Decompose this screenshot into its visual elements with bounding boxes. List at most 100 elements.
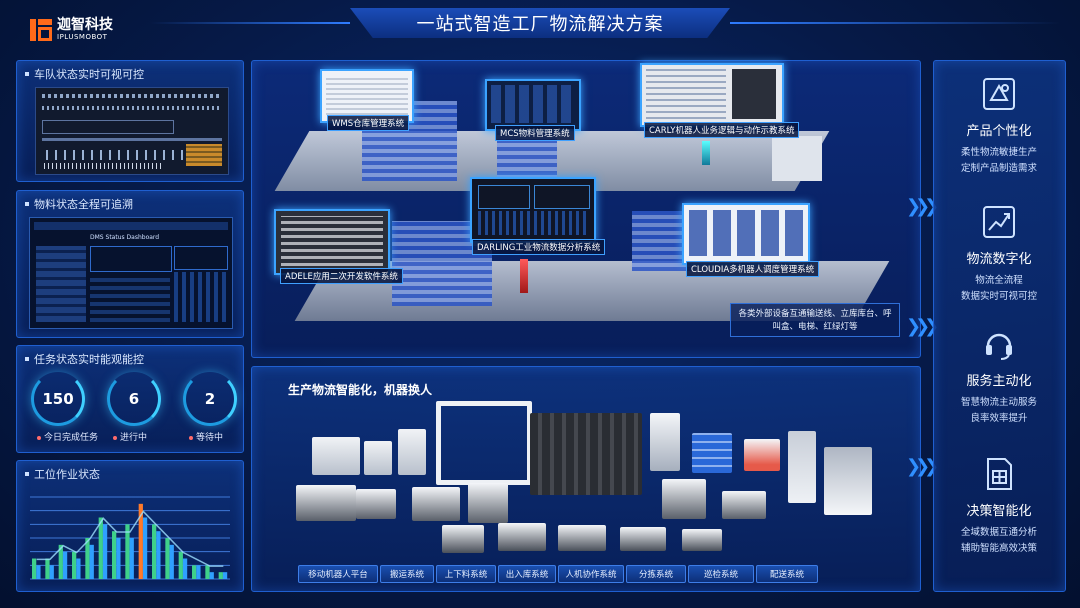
robot-image-4	[436, 401, 532, 485]
signal-light-red	[520, 259, 528, 293]
metric-ring-completed: 150	[31, 372, 85, 426]
benefit-title: 决策智能化	[966, 504, 1032, 519]
mcs-label: MCS物料管理系统	[495, 125, 575, 141]
machine-block	[772, 136, 822, 181]
benefit-desc: 全域数据互通分析辅助智能高效决策	[960, 527, 1037, 554]
robot-image-20	[620, 527, 666, 551]
chart-bar[interactable]	[156, 531, 161, 579]
chart-bar[interactable]	[218, 572, 223, 579]
station-panel-title: 工位作业状态	[25, 466, 100, 482]
chart-bar[interactable]	[45, 558, 50, 580]
header-line-left	[150, 22, 350, 24]
chart-bar[interactable]	[196, 565, 201, 579]
fleet-panel: 车队状态实时可视可控	[16, 60, 244, 182]
carly-screen[interactable]	[640, 63, 784, 127]
btn-loading-system[interactable]: 上下料系统	[436, 565, 496, 583]
robots-panel-title: 生产物流智能化，机器换人	[288, 383, 433, 397]
cloudia-label: CLOUDIA多机器人调度管理系统	[686, 261, 820, 277]
chart-bar[interactable]	[182, 558, 188, 580]
robot-image-18	[498, 523, 546, 551]
benefit-desc: 柔性物流敏捷生产定制产品制造需求	[960, 147, 1037, 174]
fleet-panel-title: 车队状态实时可视可控	[25, 66, 144, 82]
robot-image-5	[530, 413, 642, 495]
header-line-right	[730, 22, 1060, 24]
headset-icon	[986, 333, 1012, 360]
btn-handling-system[interactable]: 搬运系统	[380, 565, 434, 583]
chevrons-middle: ❯❯❯	[906, 316, 939, 337]
brand-mark-icon	[30, 19, 52, 41]
chart-bar[interactable]	[209, 572, 214, 579]
signal-light-cyan	[702, 141, 710, 165]
chart-bar[interactable]	[62, 551, 68, 579]
cloudia-screen[interactable]	[682, 203, 810, 265]
chart-bar[interactable]	[142, 517, 148, 580]
chart-bar[interactable]	[72, 551, 77, 579]
document-grid-icon	[987, 458, 1012, 490]
chart-bar[interactable]	[89, 544, 94, 579]
chart-bar[interactable]	[58, 544, 63, 579]
product-customize-icon	[983, 78, 1015, 110]
benefit-title: 产品个性化	[966, 124, 1032, 139]
robot-image-10	[824, 447, 872, 515]
chart-bar[interactable]	[152, 524, 157, 579]
benefit-desc: 物流全流程数据实时可视可控	[960, 275, 1037, 302]
chart-bar[interactable]	[102, 524, 108, 579]
chart-bar[interactable]	[76, 558, 81, 580]
robot-image-8	[744, 439, 780, 471]
station-panel: 工位作业状态	[16, 460, 244, 592]
chart-bar[interactable]	[125, 524, 130, 579]
chart-bar[interactable]	[32, 558, 37, 580]
task-panel-title: 任务状态实时能观能控	[25, 351, 144, 367]
btn-mobile-robot-platform[interactable]: 移动机器人平台	[298, 565, 378, 583]
btn-inspection-system[interactable]: 巡检系统	[688, 565, 754, 583]
carly-label: CARLY机器人业务逻辑与动作示教系统	[644, 122, 800, 138]
material-panel: 物料状态全程可追溯 DMS Status Dashboard	[16, 190, 244, 338]
robot-image-14	[468, 483, 508, 523]
chevrons-lower: ❯❯❯	[906, 456, 939, 477]
btn-human-robot-collab-system[interactable]: 人机协作系统	[558, 565, 624, 583]
chart-bar[interactable]	[49, 565, 54, 579]
station-bar-chart[interactable]	[30, 493, 230, 583]
chart-bar[interactable]	[138, 503, 143, 579]
chart-bar[interactable]	[36, 565, 41, 579]
chart-bar[interactable]	[178, 551, 183, 579]
brand-logo: 迦智科技 IPLUSMOBOT	[30, 18, 113, 42]
chart-bar[interactable]	[205, 565, 210, 579]
robot-image-21	[682, 529, 722, 551]
adele-label: ADELE应用二次开发软件系统	[280, 268, 403, 284]
chart-bar[interactable]	[129, 538, 134, 579]
btn-delivery-system[interactable]: 配送系统	[756, 565, 818, 583]
adele-screen[interactable]	[274, 209, 390, 275]
benefit-proactive-service: 服务主动化 智慧物流主动服务良率效率提升	[935, 326, 1063, 427]
robot-image-13	[412, 487, 460, 521]
robot-image-12	[356, 489, 396, 519]
benefit-title: 服务主动化	[966, 374, 1032, 389]
task-panel: 任务状态实时能观能控 150 今日完成任务 6 进行中 2 等待中	[16, 345, 244, 453]
wms-screen[interactable]	[320, 69, 414, 123]
chart-bar[interactable]	[85, 538, 90, 579]
robot-image-16	[722, 491, 766, 519]
chart-bar[interactable]	[98, 517, 103, 580]
robot-image-1	[312, 437, 360, 475]
mcs-screen[interactable]	[485, 79, 581, 131]
chart-bar[interactable]	[116, 538, 121, 579]
fleet-map-screen[interactable]	[35, 87, 229, 175]
btn-inbound-outbound-system[interactable]: 出入库系统	[498, 565, 556, 583]
material-dashboard-screen[interactable]: DMS Status Dashboard	[29, 217, 233, 329]
chart-bar[interactable]	[112, 531, 117, 579]
chart-bar[interactable]	[165, 538, 170, 579]
darling-screen[interactable]	[470, 177, 596, 243]
chart-bar[interactable]	[192, 565, 197, 579]
robot-image-2	[364, 441, 392, 475]
chart-bar[interactable]	[169, 544, 174, 579]
benefit-title: 物流数字化	[966, 252, 1032, 267]
trend-line	[36, 510, 224, 567]
metric-ring-waiting: 2	[183, 372, 237, 426]
chart-line-icon	[983, 206, 1015, 238]
btn-sorting-system[interactable]: 分拣系统	[626, 565, 686, 583]
benefit-intelligent-decision: 决策智能化 全域数据互通分析辅助智能高效决策	[935, 456, 1063, 557]
robot-image-6	[650, 413, 680, 471]
chart-bar[interactable]	[222, 572, 228, 579]
benefit-desc: 智慧物流主动服务良率效率提升	[960, 397, 1037, 424]
robot-image-11	[296, 485, 356, 521]
